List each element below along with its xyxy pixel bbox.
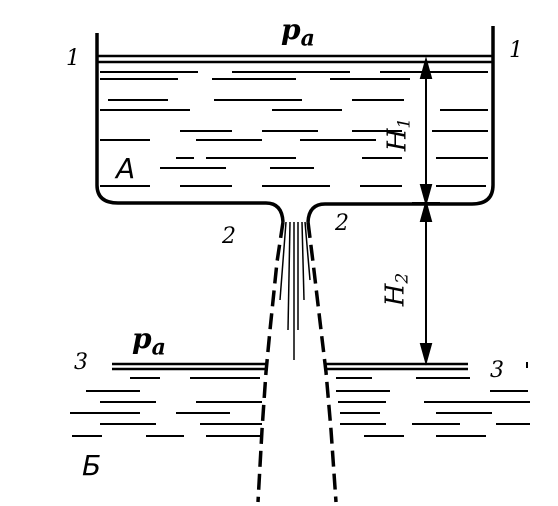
- tank-liquid-hatching: [100, 71, 488, 187]
- section-3-left-label: 3: [74, 350, 88, 375]
- jet-boundary-left: [256, 221, 285, 503]
- jet-boundary-right: [306, 221, 338, 503]
- height-h2-label: H2: [380, 272, 413, 307]
- section-1-right-label: 1: [509, 38, 523, 63]
- tank-outline-right: [306, 26, 495, 223]
- free-surface-1: [97, 54, 493, 64]
- height-h1-label: H1: [382, 117, 415, 152]
- pressure-label-top: pa: [281, 13, 315, 52]
- section-3-right-label: 3: [490, 358, 504, 383]
- free-surface-3: [112, 362, 468, 371]
- reservoir-liquid-hatching: [70, 377, 530, 437]
- section-1-left-label: 1: [66, 46, 80, 71]
- pressure-label-bottom: pa: [132, 322, 166, 361]
- zone-a-label: А: [116, 152, 136, 185]
- section-2-left-label: 2: [222, 224, 236, 249]
- height-dimension: [412, 56, 440, 366]
- section-2-right-label: 2: [335, 211, 349, 236]
- zone-b-label: Б: [82, 449, 102, 482]
- tank-outline: [95, 33, 285, 223]
- jet-streamlines: [279, 221, 311, 360]
